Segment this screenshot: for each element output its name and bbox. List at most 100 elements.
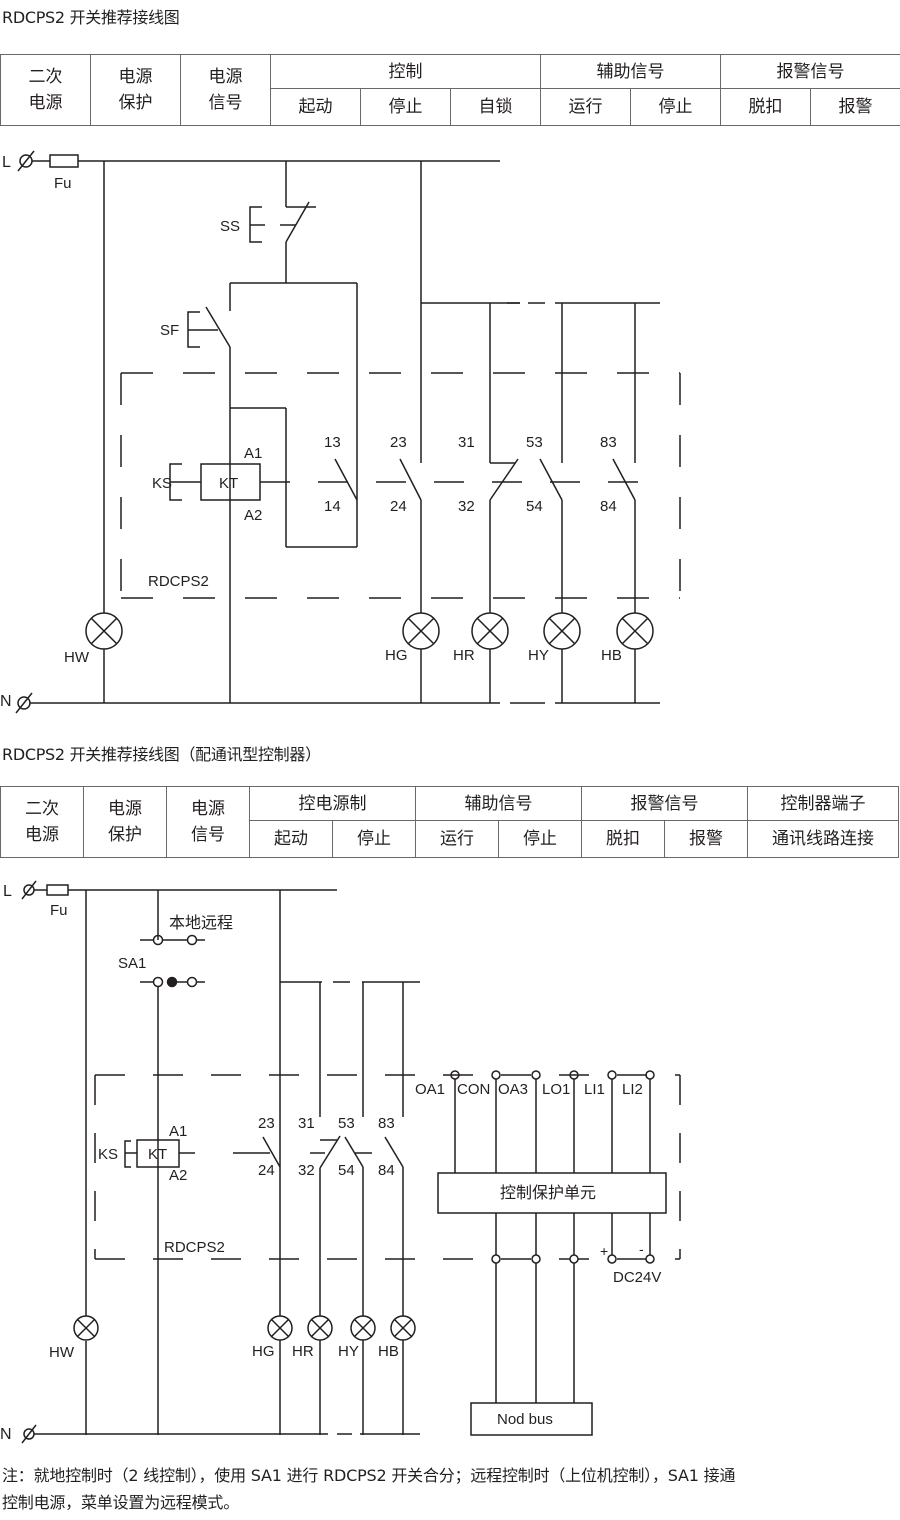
contact-31-32-icon: [489, 458, 519, 613]
contact2-bottom-24: 24: [258, 1162, 275, 1179]
header2-sub-comm-wiring: 通讯线路连接: [747, 820, 899, 858]
contact-top-13: 13: [324, 434, 341, 451]
diagram2-schematic: L Fu HW 本地远程 SA1 RDCPS2 KT A1 A2 KS: [0, 880, 681, 1444]
terminal-L-icon: [17, 150, 35, 172]
header-sub-run: 运行: [540, 88, 632, 126]
contact-bottom-14: 14: [324, 498, 341, 515]
label-dc: DC24V: [613, 1269, 661, 1286]
contact-13-14-icon: [334, 458, 358, 501]
terminal-con: CON: [457, 1081, 490, 1098]
sa1-contact-icon: [166, 976, 178, 988]
contact2-top-83: 83: [378, 1115, 395, 1132]
diagram1-schematic: L Fu HW SS SF RDCPS2 KT A1 A2 K: [0, 150, 681, 714]
label-unit: 控制保护单元: [500, 1184, 596, 1202]
header-sub-trip: 脱扣: [720, 88, 812, 126]
header-sub-alarm: 报警: [810, 88, 900, 126]
button-sf-icon: [187, 311, 218, 348]
label-kt: KT: [219, 475, 238, 492]
label-device: RDCPS2: [148, 573, 209, 590]
device-boundary: [120, 372, 681, 599]
header2-sub-stop: 停止: [332, 820, 416, 858]
header-group-alarm-signal: 报警信号: [720, 53, 900, 90]
contact2-53-54-icon: [344, 1136, 364, 1316]
fuse-icon: [49, 154, 79, 168]
label-ss: SS: [220, 218, 240, 235]
terminal2-N-icon: [21, 1424, 37, 1444]
contact2-bottom-54: 54: [338, 1162, 355, 1179]
lamp2-label-hb: HB: [378, 1343, 399, 1360]
terminal2-L-icon: [21, 880, 37, 900]
lamp-hg-icon: [402, 612, 440, 650]
button-ss-icon: [249, 206, 296, 243]
header2-sub-start: 起动: [249, 820, 333, 858]
header2-group-controller-terminal: 控制器端子: [747, 785, 899, 822]
lamp-label-hw: HW: [64, 649, 90, 666]
label-ks: KS: [152, 475, 172, 492]
contact-top-31: 31: [458, 434, 475, 451]
lamp-label-hg: HG: [385, 647, 408, 664]
contact-53-54-icon: [539, 458, 563, 613]
lamp2-label-hg: HG: [252, 1343, 275, 1360]
contact-top-23: 23: [390, 434, 407, 451]
header2-sub-stop-aux: 停止: [498, 820, 582, 858]
lamp-label-hb: HB: [601, 647, 622, 664]
label2-a1: A1: [169, 1123, 187, 1140]
header-cell-power-signal: 电源信号: [180, 54, 271, 126]
contact-bottom-84: 84: [600, 498, 617, 515]
contact-23-24-icon: [399, 458, 422, 613]
header-group-aux-signal: 辅助信号: [540, 53, 722, 90]
contact2-bottom-32: 32: [298, 1162, 315, 1179]
contact2-top-23: 23: [258, 1115, 275, 1132]
label-minus: -: [639, 1241, 644, 1257]
header2-group-aux-signal: 辅助信号: [415, 785, 582, 822]
terminal-li2: LI2: [622, 1081, 643, 1098]
header2-sub-run: 运行: [415, 820, 499, 858]
label-sf: SF: [160, 322, 179, 339]
label-N: N: [0, 693, 12, 710]
header-sub-self-lock: 自锁: [449, 88, 542, 126]
header2-cell-power-signal: 电源信号: [166, 786, 250, 858]
header-cell-secondary-power: 二次电源: [0, 54, 91, 126]
label-fuse: Fu: [54, 175, 72, 192]
contact2-bottom-84: 84: [378, 1162, 395, 1179]
sa1-terminal-icon: [152, 934, 164, 946]
header-sub-stop: 停止: [360, 88, 451, 126]
lamp2-label-hy: HY: [338, 1343, 359, 1360]
header2-group-control: 控电源制: [249, 785, 416, 822]
footnote: 注：就地控制时（2 线控制），使用 SA1 进行 RDCPS2 开关合分；远程控…: [2, 1462, 900, 1516]
controller-terminals: [450, 1070, 655, 1173]
label2-fuse: Fu: [50, 902, 68, 919]
contact2-23-24-icon: [262, 1136, 281, 1168]
lamp2-hb-icon: [390, 1315, 416, 1341]
lamp-label-hy: HY: [528, 647, 549, 664]
header-sub-start: 起动: [270, 88, 361, 126]
diagram2-header-table: 二次电源 电源保护 电源信号 控电源制 辅助信号 报警信号 控制器端子 起动 停…: [0, 785, 899, 858]
terminal-lo1: LO1: [542, 1081, 570, 1098]
label2-ks: KS: [98, 1146, 118, 1163]
terminal-N-icon: [15, 692, 33, 714]
footnote-line-2: 控制电源，菜单设置为远程模式。: [2, 1493, 240, 1512]
contact-top-83: 83: [600, 434, 617, 451]
control-protection-unit: [437, 1172, 667, 1214]
contact-bottom-24: 24: [390, 498, 407, 515]
lamp2-hr-icon: [307, 1315, 333, 1341]
header2-sub-alarm: 报警: [664, 820, 748, 858]
label-sa1: SA1: [118, 955, 146, 972]
lamp2-hg-icon: [267, 1315, 293, 1341]
label-a1: A1: [244, 445, 262, 462]
dc-minus-terminal-icon: [645, 1254, 655, 1264]
terminal-li1: LI1: [584, 1081, 605, 1098]
header-sub-stop-aux: 停止: [630, 88, 722, 126]
header2-group-alarm-signal: 报警信号: [581, 785, 748, 822]
contact2-83-84-icon: [384, 1136, 404, 1316]
contact-bottom-54: 54: [526, 498, 543, 515]
contact-top-53: 53: [526, 434, 543, 451]
label-switch-mode: 本地远程: [169, 914, 233, 932]
contact2-top-31: 31: [298, 1115, 315, 1132]
lamp2-hw-icon: [73, 1315, 99, 1341]
label2-device: RDCPS2: [164, 1239, 225, 1256]
diagram1-header-table: 二次电源 电源保护 电源信号 控制 辅助信号 报警信号 起动 停止 自锁 运行 …: [0, 53, 900, 126]
terminal-oa1: OA1: [415, 1081, 445, 1098]
nod-bus-box: [470, 1402, 593, 1436]
lamp2-hy-icon: [350, 1315, 376, 1341]
